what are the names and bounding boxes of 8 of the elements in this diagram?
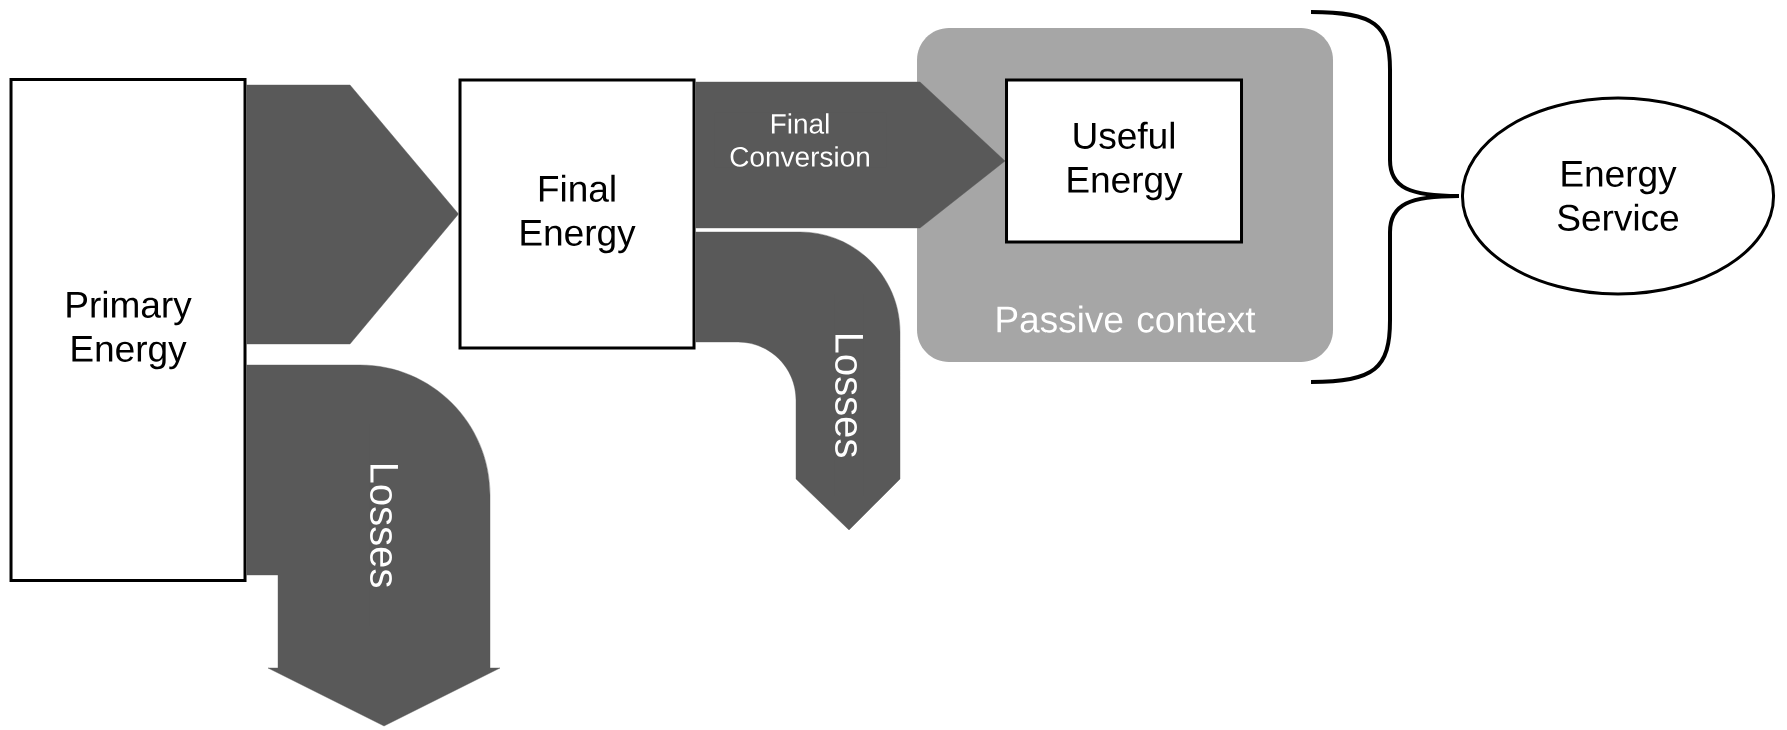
block-arrow bbox=[246, 364, 501, 727]
edge-label: Losses bbox=[369, 424, 399, 626]
energy-box: Final Energy bbox=[458, 78, 696, 350]
energy-box: Primary Energy bbox=[9, 78, 247, 582]
edge-label: Losses bbox=[834, 294, 864, 496]
energy-box: Useful Energy bbox=[1005, 78, 1243, 244]
block-arrow bbox=[246, 84, 459, 345]
edge-label: Final Conversion bbox=[714, 112, 886, 168]
